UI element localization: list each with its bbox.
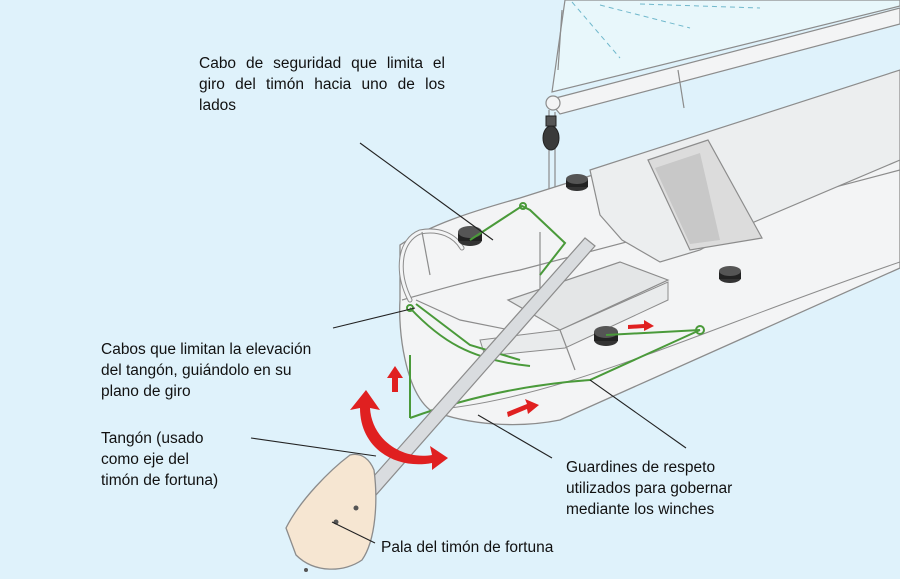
winch-port-fwd: [566, 174, 588, 191]
label-pole: Tangón (usado como eje del timón de fort…: [101, 430, 219, 489]
hull: [398, 69, 900, 426]
red-arrows: [350, 320, 654, 470]
sail: [551, 0, 900, 93]
lift-arrow: [387, 366, 403, 392]
rotation-arrow: [350, 390, 448, 470]
label-guard-lines: Guardines de respeto utilizados para gob…: [566, 459, 733, 518]
winch-starboard-fwd: [719, 266, 741, 283]
leader-lift: [332, 307, 416, 329]
winch-arrow: [628, 320, 654, 331]
rudder-blade: [285, 453, 377, 572]
guard-arrow: [507, 399, 539, 417]
leader-pole: [250, 437, 377, 457]
label-lift-lines: Cabos que limitan la elevación del tangó…: [101, 341, 312, 400]
leader-safety: [359, 142, 494, 241]
green-ropes: [406, 202, 705, 419]
label-safety-line: Cabo de seguridad que limita el giro del…: [199, 55, 445, 114]
leader-blade: [331, 521, 376, 544]
leader-guard-2: [477, 414, 553, 459]
leader-guard: [589, 379, 687, 449]
label-rudder-blade: Pala del timón de fortuna: [381, 539, 554, 556]
winch-starboard-aft: [594, 326, 618, 346]
boom: [545, 7, 900, 115]
leader-lines: [250, 142, 687, 544]
